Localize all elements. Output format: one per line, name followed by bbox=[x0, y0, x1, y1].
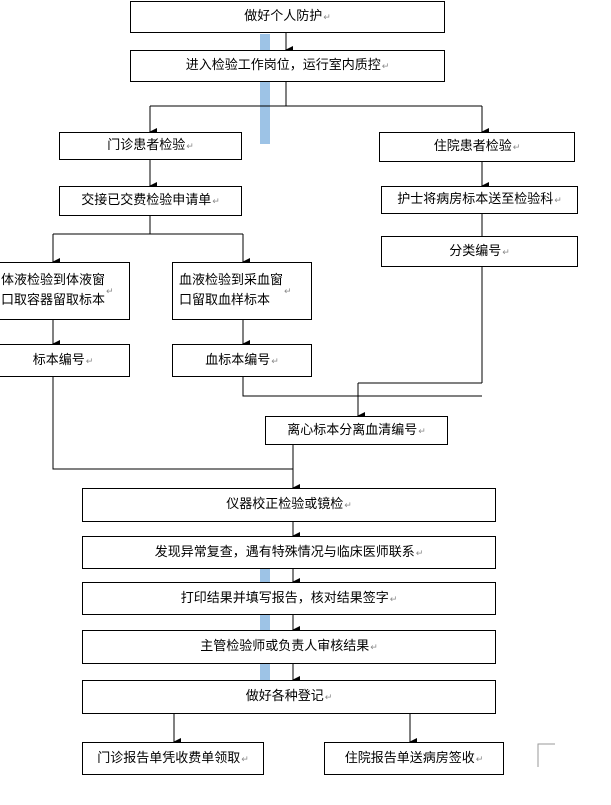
connector-line bbox=[242, 377, 482, 397]
paragraph-mark: ↵ bbox=[389, 594, 398, 605]
paragraph-mark: ↵ bbox=[323, 13, 331, 23]
paragraph-mark: ↵ bbox=[241, 754, 249, 765]
node-label: 门诊报告单凭收费单领取 bbox=[97, 750, 241, 766]
node-label: 仪器校正检验或镜检 bbox=[226, 497, 344, 512]
node-in-report: 住院报告单送病房签收↵ bbox=[324, 742, 504, 775]
node-label: 进入检验工作岗位，运行室内质控 bbox=[185, 58, 381, 73]
paragraph-mark: ↵ bbox=[186, 142, 194, 152]
corner-mark bbox=[537, 743, 555, 767]
node-print: 打印结果并填写报告，核对结果签字↵ bbox=[82, 582, 496, 615]
node-label: 发现异常复查，遇有特殊情况与临床医师联系 bbox=[154, 544, 415, 560]
node-out-report: 门诊报告单凭收费单领取↵ bbox=[82, 742, 264, 775]
paragraph-mark: ↵ bbox=[502, 247, 510, 258]
paragraph-mark: ↵ bbox=[344, 501, 352, 511]
node-abnormal: 发现异常复查，遇有特殊情况与临床医师联系↵ bbox=[82, 536, 496, 569]
paragraph-mark: ↵ bbox=[271, 356, 279, 367]
node-blood: 血液检验到采血窗 口留取血样标本↵ bbox=[172, 262, 312, 320]
node-register: 做好各种登记↵ bbox=[82, 680, 496, 714]
node-outpatient: 门诊患者检验↵ bbox=[59, 132, 242, 160]
paragraph-mark: ↵ bbox=[512, 143, 521, 153]
node-label: 门诊患者检验 bbox=[107, 138, 186, 153]
node-protect: 做好个人防护↵ bbox=[130, 1, 445, 33]
node-label: 做好个人防护 bbox=[244, 9, 323, 24]
connector-line bbox=[52, 377, 293, 470]
node-label: 离心标本分离血清编号 bbox=[287, 422, 418, 438]
highlight-bar bbox=[260, 662, 270, 680]
paragraph-mark: ↵ bbox=[370, 643, 378, 653]
node-classify: 分类编号↵ bbox=[381, 236, 578, 267]
node-label: 血液检验到采血窗 口留取血样标本 bbox=[179, 273, 284, 308]
paragraph-mark: ↵ bbox=[381, 62, 390, 72]
node-label: 血标本编号 bbox=[205, 352, 271, 368]
highlight-bar bbox=[260, 80, 270, 144]
node-label: 主管检验师或负责人审核结果 bbox=[200, 639, 370, 654]
node-label: 护士将病房标本送至检验科 bbox=[397, 192, 554, 207]
highlight-bar bbox=[260, 566, 270, 584]
node-review: 主管检验师或负责人审核结果↵ bbox=[82, 630, 496, 664]
paragraph-mark: ↵ bbox=[106, 287, 114, 297]
node-sample-no: 标本编号↵ bbox=[0, 344, 130, 377]
paragraph-mark: ↵ bbox=[324, 693, 333, 703]
paragraph-mark: ↵ bbox=[415, 548, 424, 559]
node-label: 交接已交费检验申请单 bbox=[81, 193, 212, 208]
node-label: 标本编号 bbox=[32, 352, 85, 368]
paragraph-mark: ↵ bbox=[212, 197, 220, 207]
paragraph-mark: ↵ bbox=[475, 754, 484, 765]
node-label: 分类编号 bbox=[449, 243, 502, 259]
node-label: 做好各种登记 bbox=[245, 689, 324, 704]
node-label: 住院患者检验 bbox=[433, 139, 512, 154]
node-label: 体液检验到体液窗 口取容器留取标本 bbox=[1, 273, 106, 308]
node-inpatient: 住院患者检验↵ bbox=[379, 132, 575, 162]
node-label: 打印结果并填写报告，核对结果签字 bbox=[180, 590, 389, 606]
node-enter: 进入检验工作岗位，运行室内质控↵ bbox=[130, 50, 445, 82]
paragraph-mark: ↵ bbox=[284, 287, 292, 297]
node-centrifuge: 离心标本分离血清编号↵ bbox=[265, 416, 448, 445]
paragraph-mark: ↵ bbox=[418, 426, 426, 437]
node-nurse-send: 护士将病房标本送至检验科↵ bbox=[381, 186, 578, 214]
node-handover: 交接已交费检验申请单↵ bbox=[59, 186, 242, 216]
highlight-bar bbox=[260, 614, 270, 632]
node-blood-no: 血标本编号↵ bbox=[172, 344, 312, 377]
node-body-fluid: 体液检验到体液窗 口取容器留取标本↵ bbox=[0, 262, 130, 320]
paragraph-mark: ↵ bbox=[85, 356, 94, 367]
paragraph-mark: ↵ bbox=[554, 196, 562, 206]
highlight-bar bbox=[260, 34, 270, 50]
node-label: 住院报告单送病房签收 bbox=[344, 750, 475, 766]
node-calibrate: 仪器校正检验或镜检↵ bbox=[82, 488, 496, 522]
